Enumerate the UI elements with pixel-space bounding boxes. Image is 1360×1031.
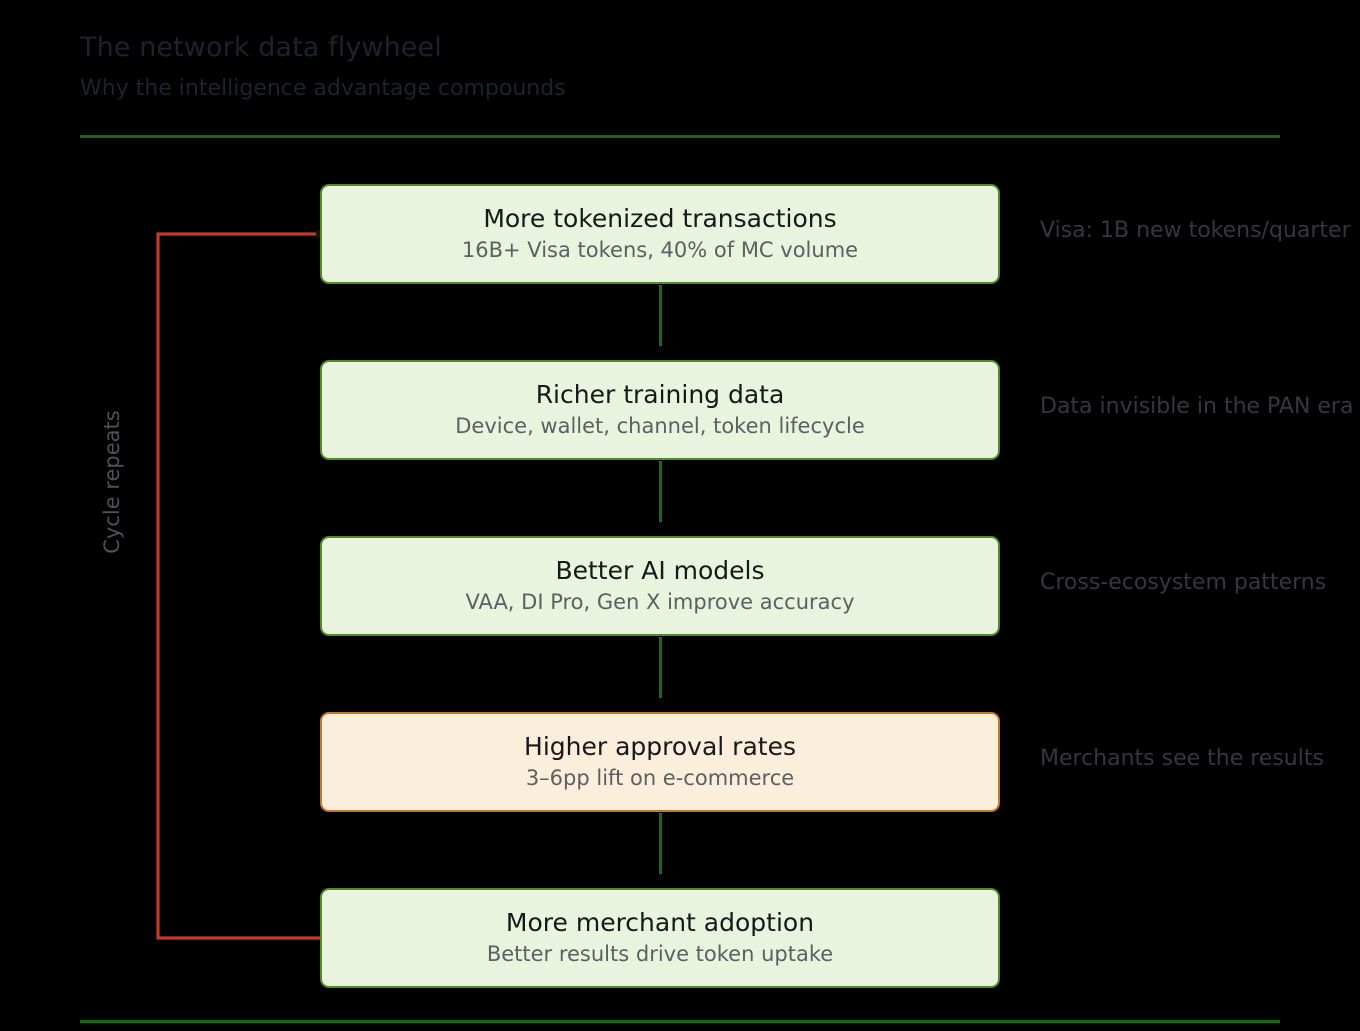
cycle-feedback-arrow <box>156 229 330 940</box>
node-richer-training-data[interactable]: Richer training data Device, wallet, cha… <box>320 360 1000 460</box>
annotation-richer-training-data: Data invisible in the PAN era <box>1040 394 1354 419</box>
annotation-better-ai-models: Cross-ecosystem patterns <box>1040 570 1327 595</box>
annotation-tokenized-transactions: Visa: 1B new tokens/quarter <box>1040 218 1351 243</box>
node-title: More merchant adoption <box>505 908 815 938</box>
node-title: More tokenized transactions <box>483 204 837 234</box>
node-title: Better AI models <box>555 556 765 586</box>
node-tokenized-transactions[interactable]: More tokenized transactions 16B+ Visa to… <box>320 184 1000 284</box>
node-subtitle: Better results drive token uptake <box>486 941 834 966</box>
node-subtitle: 16B+ Visa tokens, 40% of MC volume <box>461 237 859 262</box>
header-divider <box>80 135 1280 138</box>
node-title: Higher approval rates <box>524 732 796 762</box>
cycle-repeats-label: Cycle repeats <box>100 410 124 554</box>
node-more-merchant-adoption[interactable]: More merchant adoption Better results dr… <box>320 888 1000 988</box>
node-higher-approval-rates[interactable]: Higher approval rates 3–6pp lift on e-co… <box>320 712 1000 812</box>
node-subtitle: VAA, DI Pro, Gen X improve accuracy <box>465 589 855 614</box>
connector-4 <box>659 813 662 874</box>
connector-3 <box>659 637 662 698</box>
node-better-ai-models[interactable]: Better AI models VAA, DI Pro, Gen X impr… <box>320 536 1000 636</box>
node-title: Richer training data <box>535 380 785 410</box>
node-subtitle: 3–6pp lift on e-commerce <box>525 765 795 790</box>
annotation-higher-approval-rates: Merchants see the results <box>1040 746 1324 771</box>
connector-1 <box>659 285 662 346</box>
node-subtitle: Device, wallet, channel, token lifecycle <box>455 413 865 438</box>
connector-2 <box>659 461 662 522</box>
footer-divider <box>80 1020 1280 1023</box>
page-title: The network data flywheel <box>80 32 442 63</box>
page-subtitle: Why the intelligence advantage compounds <box>80 76 566 101</box>
